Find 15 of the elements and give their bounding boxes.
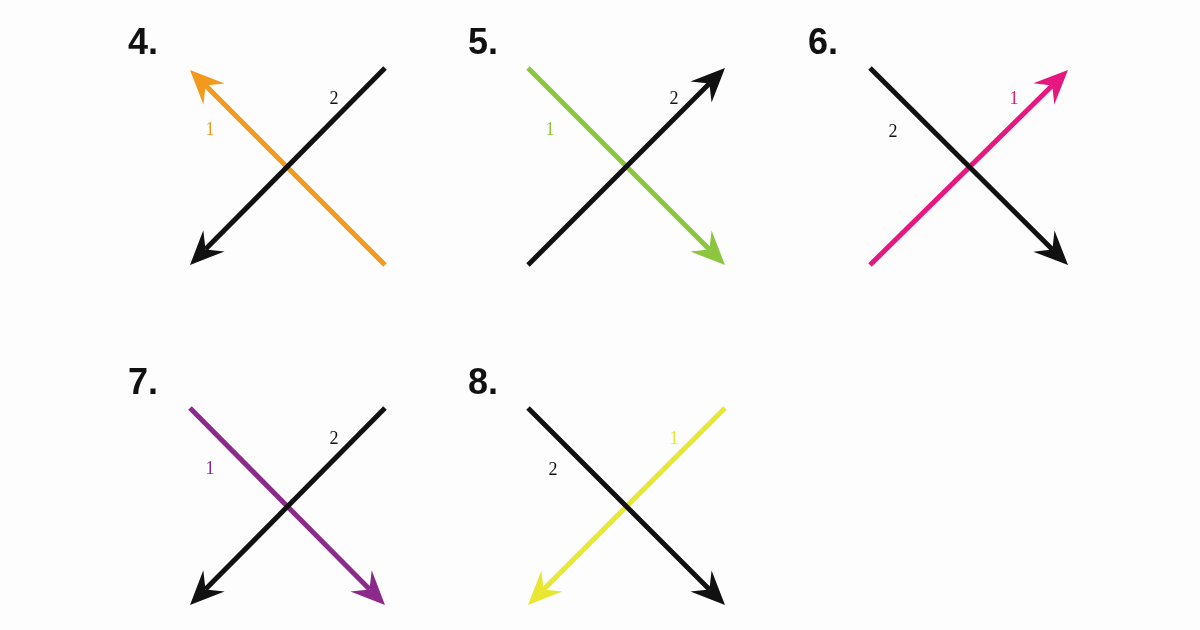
figure-number: 6.: [808, 24, 839, 60]
step-number: 1: [205, 120, 215, 138]
step-number: 1: [205, 459, 215, 477]
step-number: 1: [545, 120, 555, 138]
step-number: 2: [888, 122, 898, 140]
step-number: 1: [1009, 89, 1019, 107]
figure-number: 5.: [468, 24, 499, 60]
figure-number: 7.: [128, 364, 159, 400]
figure-number: 8.: [468, 364, 499, 400]
step-number: 2: [329, 429, 339, 447]
step-number: 2: [669, 89, 679, 107]
step-number: 1: [669, 429, 679, 447]
step-number: 2: [548, 460, 558, 478]
step-number: 2: [329, 89, 339, 107]
figure-number: 4.: [128, 24, 159, 60]
